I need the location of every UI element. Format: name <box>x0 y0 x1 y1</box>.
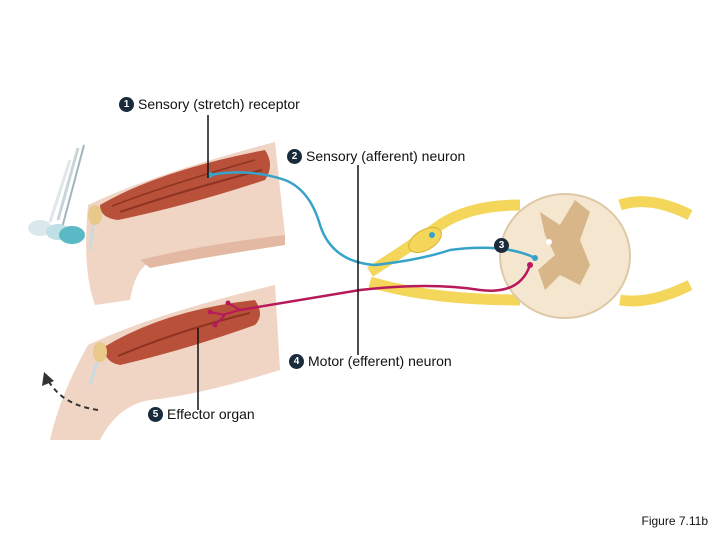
spinal-cord <box>499 193 631 319</box>
label-effector-organ: 5 Effector organ <box>148 406 255 422</box>
label-effector-organ-text: Effector organ <box>167 406 255 422</box>
reflex-hammer <box>28 144 85 244</box>
step-5-badge: 5 <box>148 406 163 422</box>
kick-motion-arrow <box>42 372 99 411</box>
sensory-neuron-path <box>209 171 536 267</box>
label-sensory-neuron: 2 Sensory (afferent) neuron <box>287 148 465 164</box>
label-sensory-receptor: 1 Sensory (stretch) receptor <box>119 96 300 112</box>
label-motor-neuron: 4 Motor (efferent) neuron <box>289 353 452 369</box>
step-2-badge: 2 <box>287 148 302 164</box>
label-integration-center: 3 <box>494 238 509 253</box>
label-motor-neuron-text: Motor (efferent) neuron <box>308 353 452 369</box>
gray-matter <box>538 200 590 290</box>
step-4-badge: 4 <box>289 353 304 369</box>
figure-caption: Figure 7.11b <box>641 514 709 528</box>
leader-lines <box>197 115 359 410</box>
label-sensory-neuron-text: Sensory (afferent) neuron <box>306 148 466 164</box>
step-3-badge: 3 <box>494 238 509 253</box>
step-1-badge: 1 <box>119 96 134 112</box>
motor-neuron-path <box>239 264 532 312</box>
spinal-nerves <box>367 196 693 307</box>
label-sensory-receptor-text: Sensory (stretch) receptor <box>138 96 300 112</box>
lower-leg <box>50 285 280 440</box>
neuromuscular-junctions <box>207 262 533 328</box>
upper-leg <box>86 142 286 305</box>
